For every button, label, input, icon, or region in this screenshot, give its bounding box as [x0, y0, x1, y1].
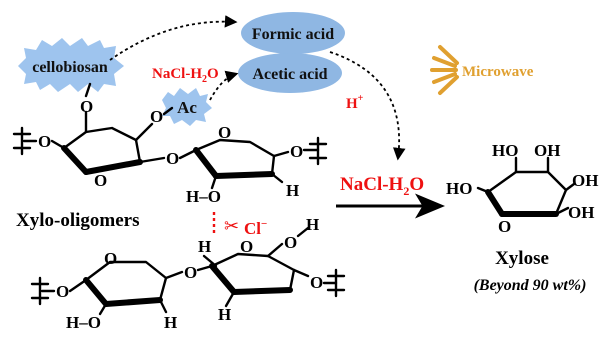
oxygen-atom: O	[310, 273, 323, 292]
ring-oxygen: O	[240, 237, 253, 256]
hydroxyl-oxygen: O	[284, 233, 297, 252]
ring-oxygen: O	[104, 249, 117, 268]
hydrogen-atom: H	[198, 237, 211, 256]
proton-label: H+	[346, 93, 364, 112]
hydroxyl-label: HO	[446, 179, 472, 198]
cellobiosan-label: cellobiosan	[32, 59, 108, 76]
chloride-label: Cl−	[244, 218, 267, 238]
yield-note: (Beyond 90 wt%)	[474, 277, 587, 294]
glycosidic-oxygen: O	[184, 263, 197, 282]
cleavage-scissors-icon: ✂	[224, 216, 239, 237]
arrow-formic-to-xylose-path	[329, 51, 406, 161]
hydroxyl-label: OH	[572, 171, 598, 190]
formic-acid-label: Formic acid	[252, 26, 334, 43]
acetyl-shape	[162, 88, 212, 126]
microwave-icon	[430, 45, 459, 95]
xylose-label: Xylose	[495, 248, 549, 269]
ring-oxygen: O	[218, 123, 231, 142]
xylo-oligomer-upper: O O O O O O O H–O H	[12, 82, 328, 206]
hydrogen-atom: H	[218, 305, 231, 324]
acetyl-label: Ac	[177, 98, 197, 117]
nacl-h2o-top-label: NaCl-H2O	[152, 66, 219, 85]
acetyl-group: Ac	[162, 88, 212, 126]
hydrogen-atom: H	[286, 181, 299, 200]
oxygen-atom: O	[290, 142, 303, 161]
cellobiosan-shape	[18, 38, 124, 92]
hydroxyl-label: H–O	[66, 313, 101, 332]
ring-oxygen: O	[94, 171, 107, 190]
formic-acid-node: Formic acid	[241, 12, 345, 54]
oxygen-atom: O	[80, 97, 93, 116]
cellobiosan-group: cellobiosan	[18, 38, 124, 92]
xylose-structure: O HO OH HO OH OH	[446, 141, 598, 236]
acetic-acid-ellipse	[238, 53, 342, 93]
formic-acid-ellipse	[241, 12, 345, 54]
microwave-label: Microwave	[462, 64, 534, 80]
hydrogen-atom: H	[164, 313, 177, 332]
glycosidic-oxygen: O	[166, 149, 179, 168]
hydroxyl-label: OH	[534, 141, 560, 160]
oxygen-atom: O	[150, 107, 163, 126]
hydroxyl-label: OH	[568, 203, 594, 222]
chain-end-left-lower	[30, 276, 50, 306]
hydroxyl-label: H–O	[186, 187, 221, 206]
xylo-oligomer-lower: H O O O O H O H O H–O H	[30, 215, 346, 332]
oxygen-atom: O	[38, 132, 51, 151]
nacl-h2o-main-label: NaCl-H2O	[340, 174, 424, 198]
acetic-acid-label: Acetic acid	[252, 66, 327, 83]
chain-end-right-lower	[326, 268, 346, 298]
arrow-to-formic-acid	[109, 15, 238, 61]
hydroxyl-label: HO	[492, 141, 518, 160]
ring-oxygen: O	[498, 217, 511, 236]
xylo-oligomers-label: Xylo-oligomers	[16, 210, 139, 231]
hydrogen-atom: H	[306, 215, 319, 234]
acetic-acid-node: Acetic acid	[238, 53, 342, 93]
oxygen-atom: O	[56, 282, 69, 301]
chain-end-right-upper	[308, 136, 328, 166]
